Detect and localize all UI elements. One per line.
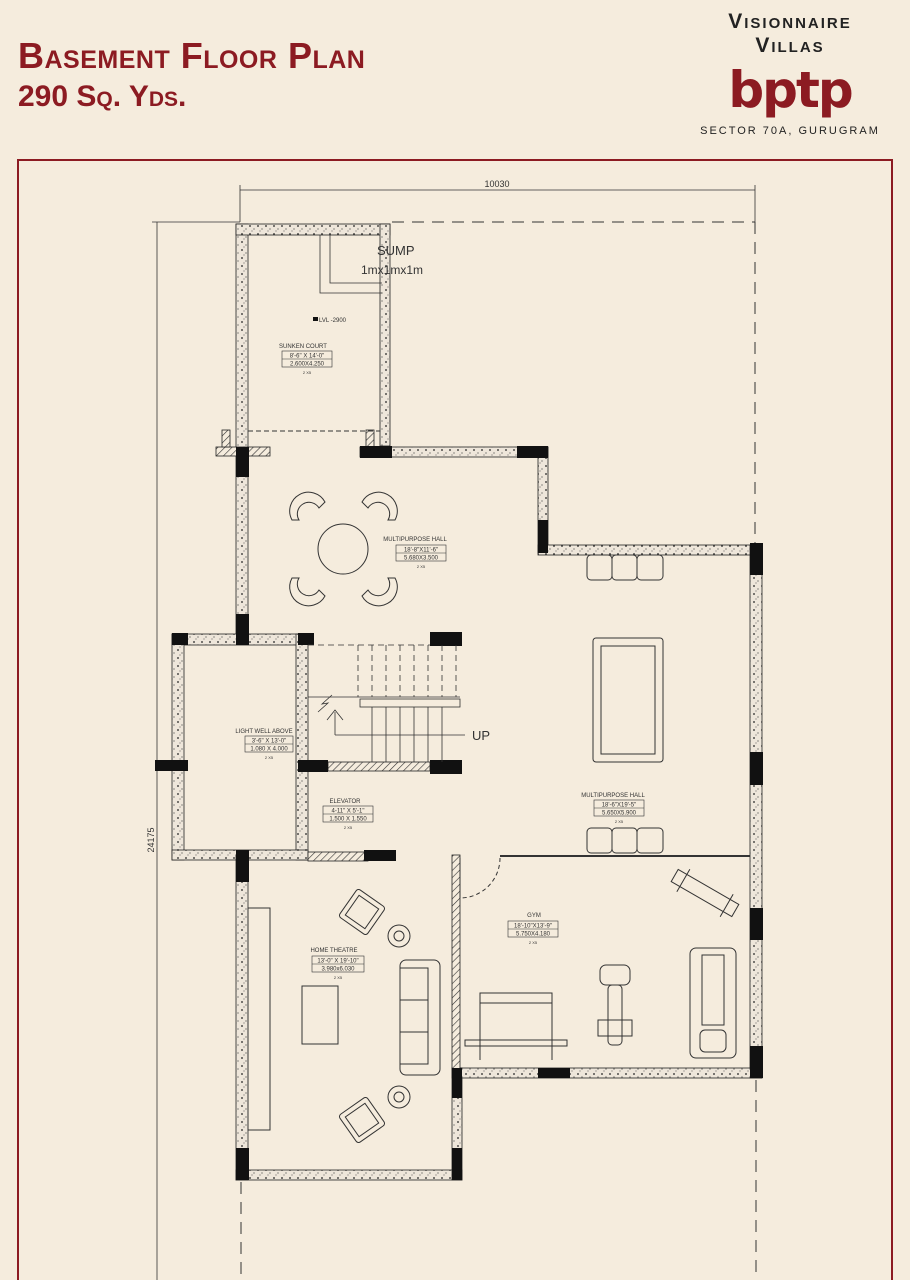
- svg-text:4-11" X 5'-1": 4-11" X 5'-1": [332, 809, 365, 815]
- svg-text:LIGHT WELL ABOVE: LIGHT WELL ABOVE: [235, 729, 292, 735]
- brand-block: Visionnaire Villas bptp SECTOR 70A, GURU…: [690, 10, 890, 138]
- door-swing: [459, 857, 501, 899]
- stairs-up-label: UP: [472, 728, 490, 743]
- staircase: [308, 644, 465, 762]
- chair: [361, 577, 398, 607]
- svg-text:MULTIPURPOSE HALL: MULTIPURPOSE HALL: [581, 793, 645, 799]
- multi-gym: [464, 992, 568, 1060]
- plot-boundary: [240, 221, 757, 1280]
- brand-location: SECTOR 70A, GURUGRAM: [700, 125, 880, 137]
- svg-text:5.680X3.500: 5.680X3.500: [404, 556, 439, 562]
- svg-text:13'-0" X 19'-10": 13'-0" X 19'-10": [317, 959, 358, 965]
- svg-text:GYM: GYM: [527, 913, 541, 919]
- speaker: [387, 924, 411, 948]
- sump-label: SUMP: [377, 243, 415, 258]
- brand-line2: Villas: [755, 34, 825, 57]
- depth-dimension: 24175: [146, 827, 156, 852]
- plot-size: 290 Sq. Yds.: [18, 80, 187, 113]
- svg-text:2 X5: 2 X5: [344, 825, 353, 830]
- speaker: [387, 1085, 411, 1109]
- svg-text:18'-6"X19'-5": 18'-6"X19'-5": [602, 803, 637, 809]
- room-label-multipurpose-hall-lower: MULTIPURPOSE HALL 18'-6"X19'-5" 5.650X5.…: [581, 793, 645, 824]
- page-title: Basement Floor Plan: [18, 35, 366, 76]
- exercise-bike: [597, 964, 633, 1046]
- svg-text:2.600X4.250: 2.600X4.250: [290, 362, 325, 368]
- pool-table: [592, 637, 664, 763]
- room-label-multipurpose-hall-upper: MULTIPURPOSE HALL 18'-8"X11'-6" 5.680X3.…: [383, 537, 447, 569]
- svg-text:2 X5: 2 X5: [417, 564, 426, 569]
- svg-text:2 X5: 2 X5: [265, 755, 274, 760]
- svg-text:HOME THEATRE: HOME THEATRE: [310, 948, 357, 954]
- armchair: [339, 1097, 385, 1143]
- room-label-elevator: ELEVATOR 4-11" X 5'-1" 1.500 X 1.550 2 X…: [322, 799, 374, 830]
- width-dimension: 10030: [484, 179, 509, 189]
- svg-text:SUNKEN COURT: SUNKEN COURT: [279, 344, 327, 350]
- svg-text:2 X5: 2 X5: [303, 370, 312, 375]
- svg-text:18'-8"X11'-6": 18'-8"X11'-6": [404, 548, 438, 554]
- room-label-sunken-court: SUNKEN COURT 8'-6" X 14'-0" 2.600X4.250 …: [279, 344, 333, 375]
- svg-text:3.980x6.030: 3.980x6.030: [321, 967, 355, 973]
- sofa-top: [586, 554, 664, 581]
- svg-text:3'-6" X 13'-0": 3'-6" X 13'-0": [252, 739, 287, 745]
- svg-text:8'-6" X 14'-0": 8'-6" X 14'-0": [290, 354, 325, 360]
- svg-text:5.750X4.180: 5.750X4.180: [516, 932, 551, 938]
- columns: [155, 446, 763, 1180]
- bptp-logo: bptp: [728, 61, 853, 119]
- theatre-sofa: [399, 959, 441, 1076]
- svg-text:2 X5: 2 X5: [334, 975, 343, 980]
- weight-bench: [670, 868, 740, 918]
- svg-text:ELEVATOR: ELEVATOR: [329, 799, 361, 805]
- screen: [247, 907, 271, 1131]
- treadmill: [689, 947, 737, 1059]
- room-label-home-theatre: HOME THEATRE 13'-0" X 19'-10" 3.980x6.03…: [310, 948, 365, 980]
- furniture: [247, 491, 750, 1143]
- svg-text:18'-10"X13'-9": 18'-10"X13'-9": [514, 924, 552, 930]
- dimension-lines: [152, 185, 756, 1280]
- room-label-light-well: LIGHT WELL ABOVE 3'-6" X 13'-0" 1.080 X …: [235, 729, 294, 760]
- level-marker-icon: [313, 317, 318, 321]
- chair: [289, 491, 326, 521]
- svg-text:1.500 X 1.550: 1.500 X 1.550: [329, 817, 367, 823]
- chair: [361, 491, 398, 521]
- svg-text:2 X5: 2 X5: [615, 819, 624, 824]
- brand-line1: Visionnaire: [728, 10, 852, 33]
- svg-text:1.080 X 4.000: 1.080 X 4.000: [250, 747, 288, 753]
- svg-text:5.650X5.900: 5.650X5.900: [602, 811, 637, 817]
- svg-text:MULTIPURPOSE HALL: MULTIPURPOSE HALL: [383, 537, 447, 543]
- armchair: [339, 889, 385, 935]
- sump: [319, 235, 382, 294]
- level-label: LVL -2900: [319, 318, 347, 324]
- sump-size: 1mx1mx1m: [361, 263, 423, 277]
- frame-border: [17, 159, 893, 1280]
- svg-text:2 X5: 2 X5: [529, 940, 538, 945]
- sofa-bottom: [586, 827, 664, 854]
- dining-table: [317, 523, 369, 575]
- chair: [289, 577, 326, 607]
- room-label-gym: GYM 18'-10"X13'-9" 5.750X4.180 2 X5: [507, 913, 559, 945]
- coffee-table: [301, 985, 339, 1045]
- walls: [171, 223, 763, 1181]
